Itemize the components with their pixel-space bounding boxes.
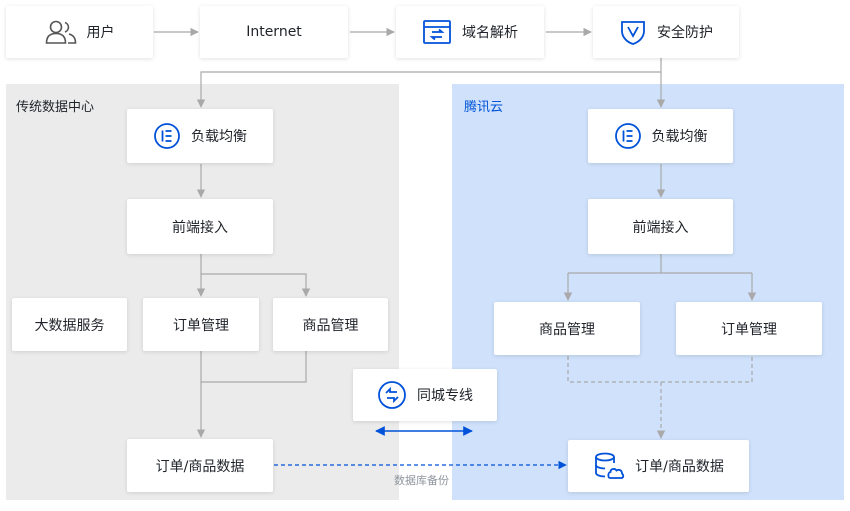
dns-icon [422,19,452,45]
arrow-security-left-lb [196,58,662,108]
users-icon [45,19,77,45]
line-left-product-db [201,351,307,383]
left-load-balancer-label: 负载均衡 [191,129,247,145]
right-database-label: 订单/商品数据 [635,459,724,475]
dedicated-line-node[interactable]: 同城专线 [353,369,497,421]
internet-label: Internet [246,24,302,40]
user-label: 用户 [86,25,115,41]
load-balancer-icon [153,122,181,150]
big-data-node[interactable]: 大数据服务 [12,298,127,351]
left-load-balancer-node[interactable]: 负载均衡 [127,109,273,163]
shield-icon [619,18,647,46]
left-frontend-label: 前端接入 [172,219,228,236]
right-order-mgmt-node[interactable]: 订单管理 [676,302,822,355]
right-load-balancer-node[interactable]: 负载均衡 [588,109,733,163]
left-product-mgmt-node[interactable]: 商品管理 [273,298,388,351]
user-node[interactable]: 用户 [6,6,153,58]
dns-node[interactable]: 域名解析 [396,6,544,58]
left-frontend-node[interactable]: 前端接入 [127,199,273,254]
right-product-mgmt-label: 商品管理 [539,321,595,338]
left-database-label: 订单/商品数据 [155,458,245,475]
dns-label: 域名解析 [462,25,518,41]
cloud-database-icon [593,451,625,481]
right-frontend-label: 前端接入 [632,219,689,236]
arrow-left-frontend-product [201,273,311,297]
dedicated-line-icon [377,380,407,410]
traditional-datacenter-title: 传统数据中心 [16,100,95,115]
big-data-label: 大数据服务 [34,317,105,334]
security-node[interactable]: 安全防护 [593,6,739,58]
left-product-mgmt-label: 商品管理 [302,317,359,334]
tencent-cloud-title: 腾讯云 [464,100,504,115]
left-database-node[interactable]: 订单/商品数据 [127,439,273,492]
dedicated-line-label: 同城专线 [417,388,473,404]
right-database-node[interactable]: 订单/商品数据 [568,440,749,492]
right-order-mgmt-label: 订单管理 [721,321,777,338]
dashed-right-services [567,356,753,383]
left-order-mgmt-node[interactable]: 订单管理 [143,298,259,351]
security-label: 安全防护 [657,25,713,41]
load-balancer-icon [614,122,642,150]
right-frontend-node[interactable]: 前端接入 [588,199,733,254]
right-product-mgmt-node[interactable]: 商品管理 [494,302,640,355]
db-backup-label: 数据库备份 [394,474,449,487]
internet-node[interactable]: Internet [200,6,348,58]
left-order-mgmt-label: 订单管理 [173,317,229,334]
right-load-balancer-label: 负载均衡 [651,129,708,145]
